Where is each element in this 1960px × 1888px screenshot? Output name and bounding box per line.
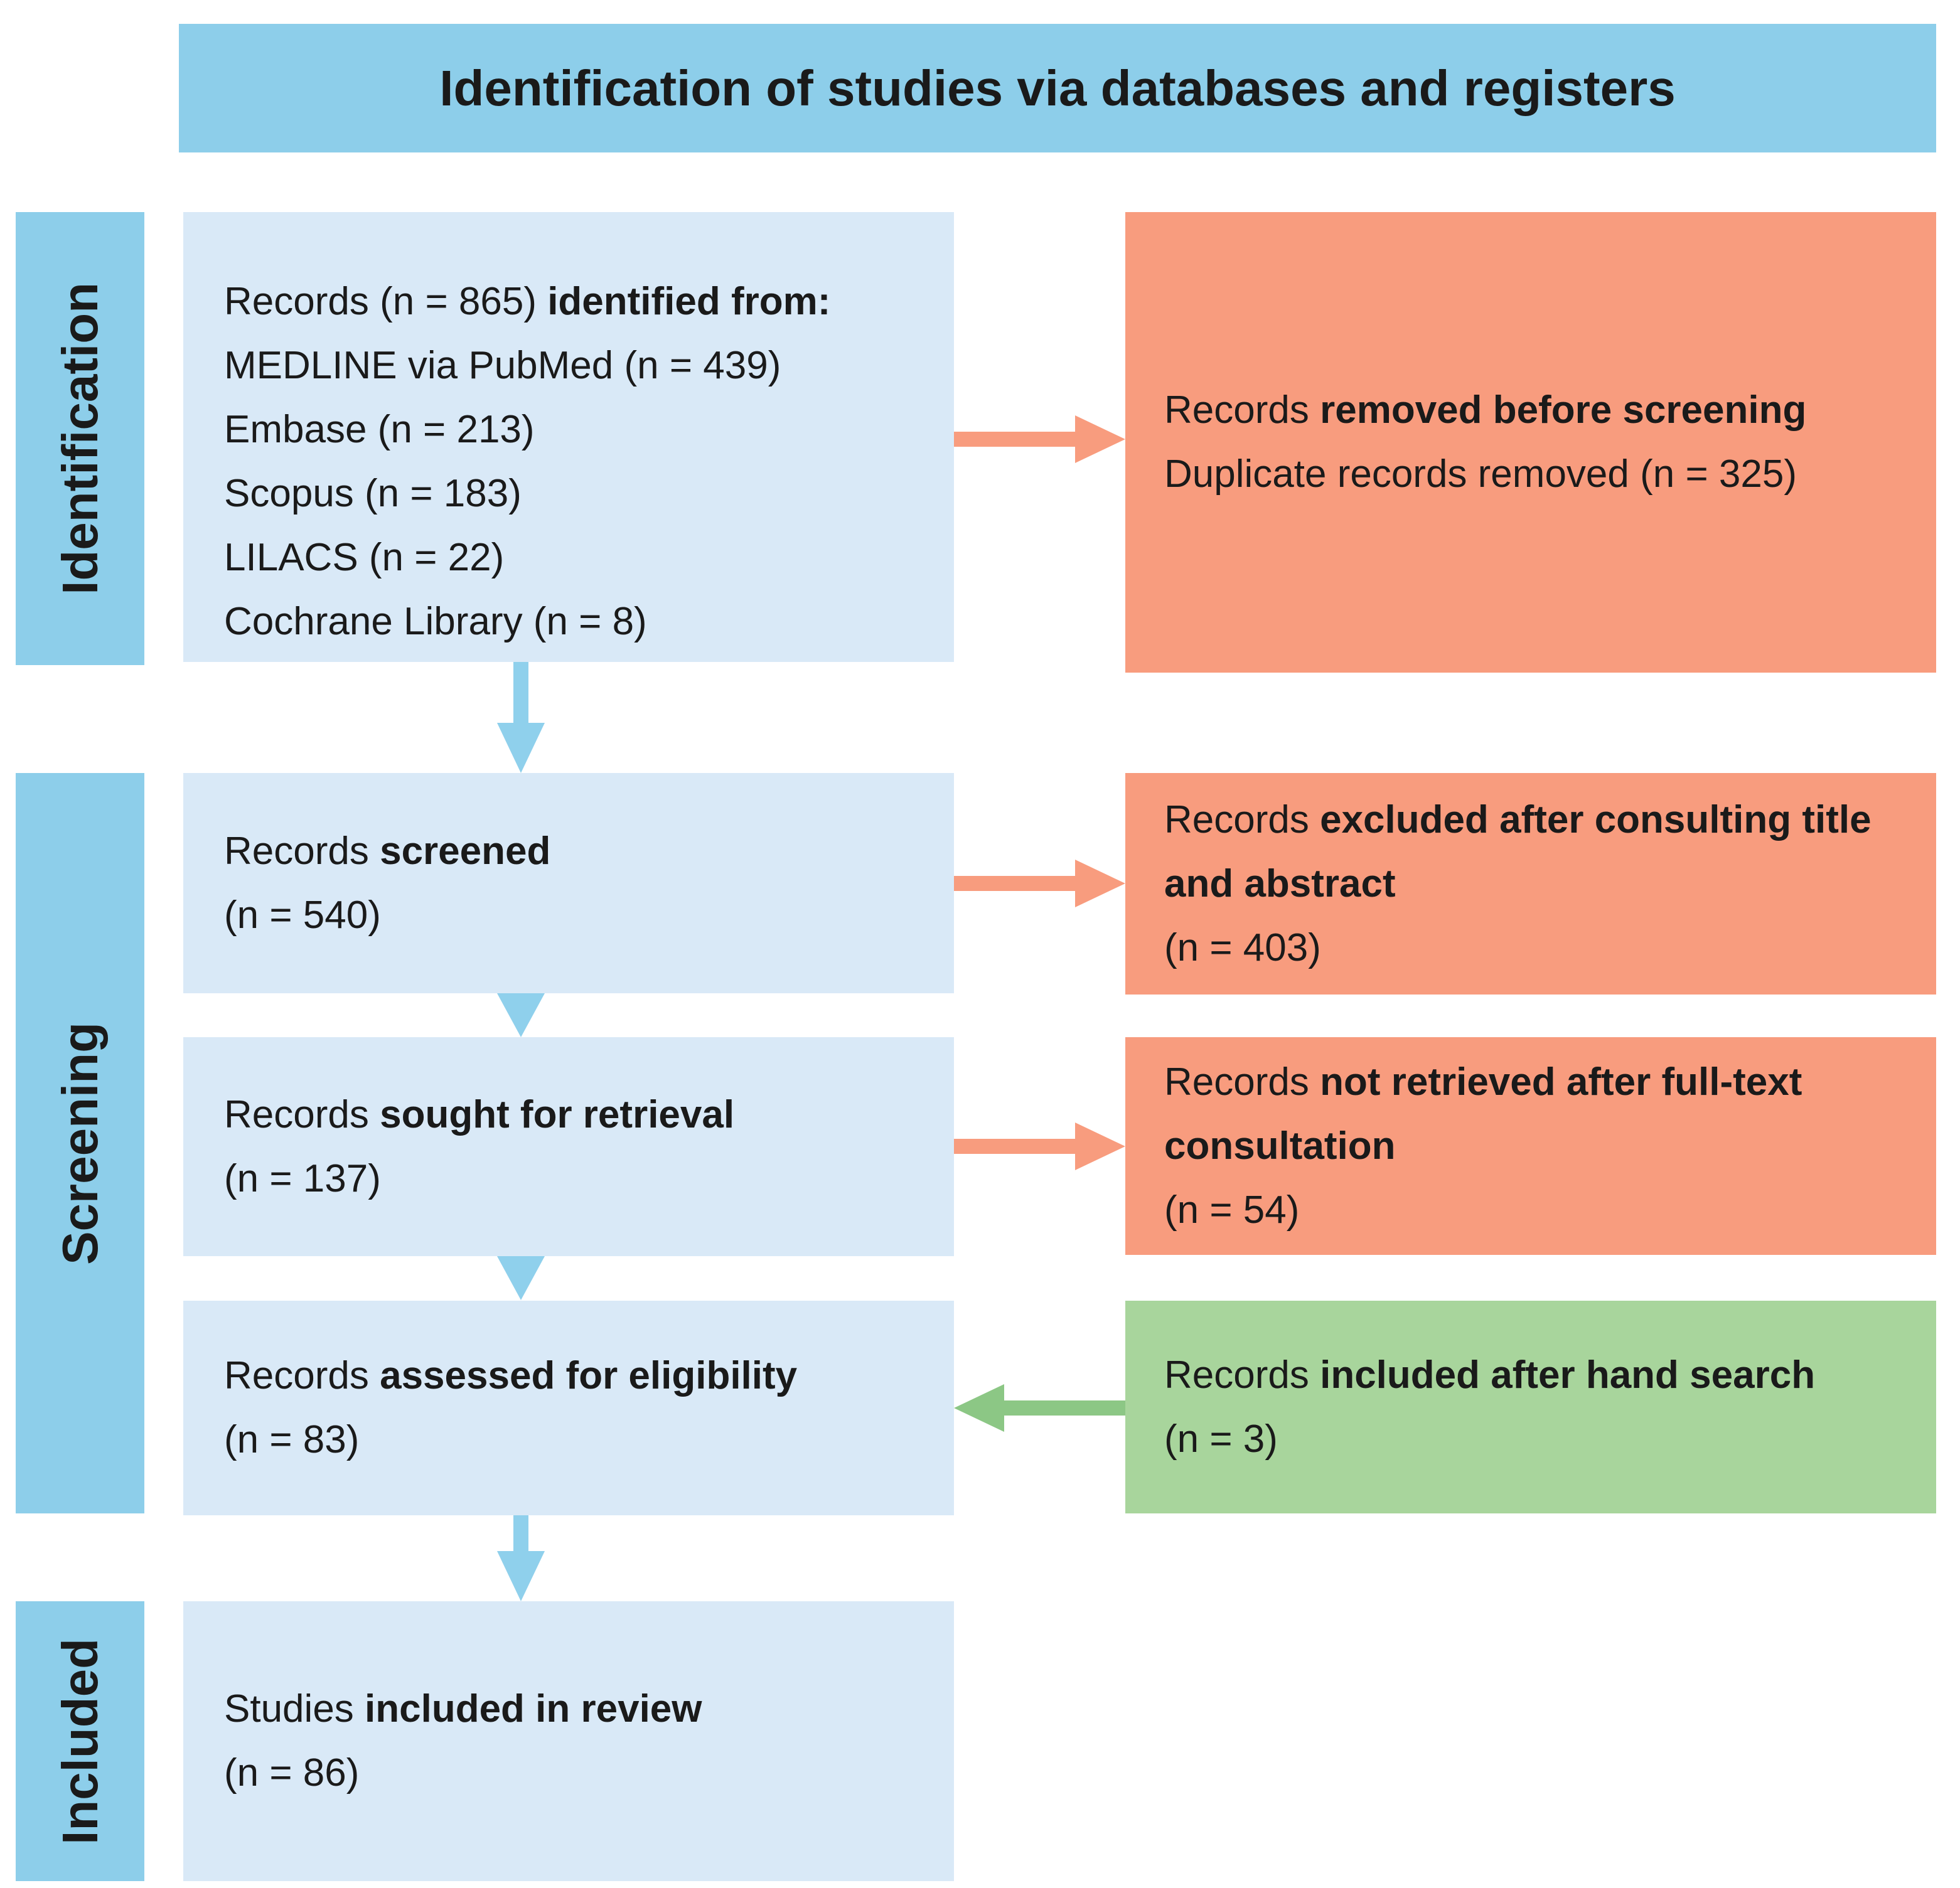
records-excluded-bold: excluded after consulting title and abst… — [1164, 797, 1872, 905]
box-records-not-retrieved: Records not retrieved after full-text co… — [1125, 1037, 1936, 1255]
box-studies-included: Studies included in review (n = 86) — [183, 1601, 954, 1881]
arrow-stem — [954, 1139, 1075, 1154]
stage-bar-screening: Screening — [16, 773, 144, 1513]
records-identified-title: Records (n = 865) identified from: — [224, 270, 910, 334]
records-assessed-prefix: Records — [224, 1354, 380, 1397]
records-screened-prefix: Records — [224, 829, 380, 873]
box-records-hand-search: Records included after hand search (n = … — [1125, 1301, 1936, 1513]
arrow-stem — [954, 876, 1075, 891]
studies-included-prefix: Studies — [224, 1687, 365, 1731]
arrow-down-icon — [497, 993, 545, 1037]
records-removed-bold: removed before screening — [1320, 388, 1807, 432]
source-list: MEDLINE via PubMed (n = 439) Embase (n = … — [224, 334, 910, 654]
source-item: Cochrane Library (n = 8) — [224, 600, 647, 643]
stage-label-screening: Screening — [51, 1021, 108, 1265]
records-hand-search-label: Records included after hand search — [1164, 1343, 1898, 1407]
records-assessed-bold: assessed for eligibility — [380, 1354, 798, 1397]
records-removed-detail: Duplicate records removed (n = 325) — [1164, 452, 1797, 496]
box-records-removed: Records removed before screening Duplica… — [1125, 212, 1936, 673]
studies-included-bold: included in review — [365, 1687, 702, 1731]
records-screened-bold: screened — [380, 829, 551, 873]
box-records-identified: Records (n = 865) identified from: MEDLI… — [183, 212, 954, 662]
records-hand-search-prefix: Records — [1164, 1353, 1320, 1397]
records-screened-label: Records screened — [224, 819, 910, 883]
arrow-stem — [954, 432, 1075, 447]
arrow-right-icon — [1075, 1123, 1125, 1170]
box-records-sought: Records sought for retrieval (n = 137) — [183, 1037, 954, 1256]
arrow-stem — [513, 1515, 528, 1551]
stage-label-identification: Identification — [51, 282, 108, 595]
records-excluded-label: Records excluded after consulting title … — [1164, 788, 1898, 916]
source-item: LILACS (n = 22) — [224, 536, 505, 579]
records-excluded-prefix: Records — [1164, 797, 1320, 841]
records-removed-prefix: Records — [1164, 388, 1320, 432]
records-not-retrieved-count: (n = 54) — [1164, 1188, 1300, 1232]
arrow-stem — [513, 662, 528, 723]
records-removed-label: Records removed before screening — [1164, 378, 1898, 442]
arrow-stem — [1004, 1400, 1125, 1416]
records-hand-search-bold: included after hand search — [1320, 1353, 1816, 1397]
box-records-excluded: Records excluded after consulting title … — [1125, 773, 1936, 995]
stage-bar-included: Included — [16, 1601, 144, 1881]
source-item: MEDLINE via PubMed (n = 439) — [224, 344, 781, 387]
studies-included-label: Studies included in review — [224, 1677, 910, 1741]
records-hand-search-count: (n = 3) — [1164, 1417, 1278, 1461]
arrow-right-icon — [1075, 415, 1125, 463]
diagram-title-banner: Identification of studies via databases … — [179, 24, 1936, 152]
diagram-title: Identification of studies via databases … — [439, 60, 1676, 116]
records-sought-bold: sought for retrieval — [380, 1092, 735, 1136]
records-not-retrieved-prefix: Records — [1164, 1060, 1320, 1104]
records-sought-prefix: Records — [224, 1092, 380, 1136]
records-not-retrieved-label: Records not retrieved after full-text co… — [1164, 1050, 1898, 1178]
arrow-right-icon — [1075, 860, 1125, 907]
records-excluded-count: (n = 403) — [1164, 925, 1321, 969]
stage-bar-identification: Identification — [16, 212, 144, 665]
records-identified-prefix: Records (n = 865) — [224, 280, 548, 323]
studies-included-count: (n = 86) — [224, 1751, 360, 1795]
records-not-retrieved-bold: not retrieved after full-text consultati… — [1164, 1060, 1802, 1168]
records-assessed-label: Records assessed for eligibility — [224, 1344, 910, 1408]
source-item: Embase (n = 213) — [224, 408, 535, 451]
records-identified-bold: identified from: — [547, 280, 831, 323]
records-sought-count: (n = 137) — [224, 1156, 381, 1200]
records-assessed-count: (n = 83) — [224, 1418, 360, 1461]
box-records-screened: Records screened (n = 540) — [183, 773, 954, 993]
records-screened-count: (n = 540) — [224, 893, 381, 937]
records-sought-label: Records sought for retrieval — [224, 1083, 910, 1147]
arrow-down-icon — [497, 1256, 545, 1300]
arrow-left-icon — [954, 1384, 1004, 1432]
arrow-down-icon — [497, 1551, 545, 1601]
arrow-down-icon — [497, 723, 545, 773]
source-item: Scopus (n = 183) — [224, 472, 522, 515]
stage-label-included: Included — [51, 1638, 108, 1845]
box-records-assessed: Records assessed for eligibility (n = 83… — [183, 1301, 954, 1515]
